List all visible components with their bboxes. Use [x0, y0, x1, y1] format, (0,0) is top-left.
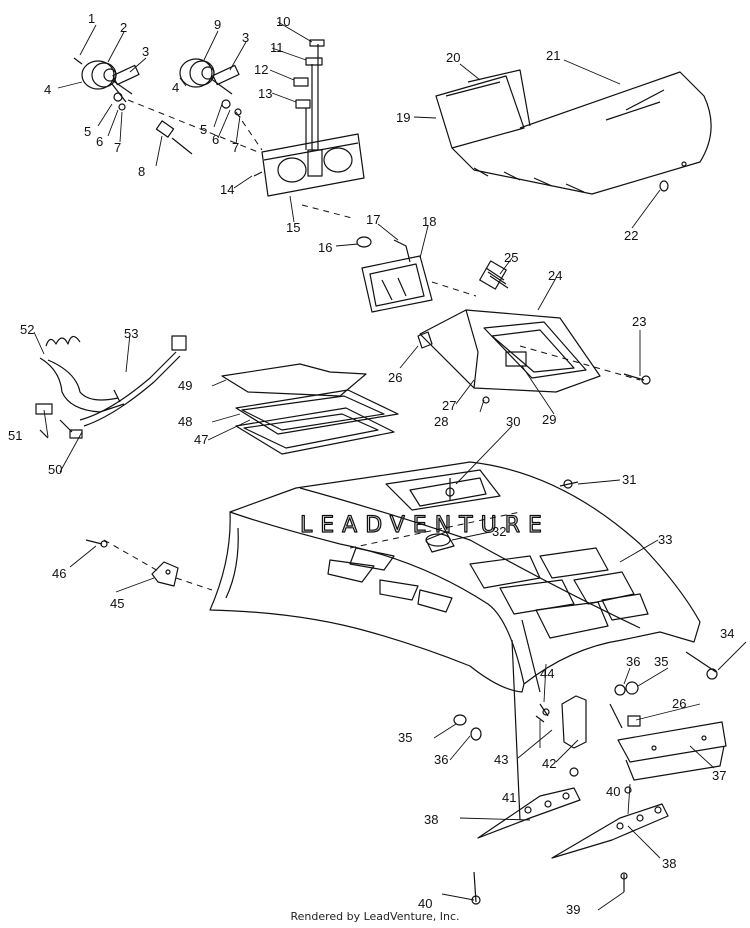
wiring-harness — [35, 335, 187, 439]
nut-washer-right — [609, 681, 641, 729]
callout-19: 19 — [396, 110, 410, 125]
callout-11: 11 — [270, 40, 284, 55]
callout-18: 18 — [422, 214, 436, 229]
callout-53: 53 — [124, 326, 138, 341]
adjuster-spring — [479, 260, 509, 290]
callout-5: 5 — [84, 124, 91, 139]
callout-37: 37 — [712, 768, 726, 783]
callout-labels: 1 2 3 3 4 4 5 5 6 6 7 7 8 9 10 11 12 13 … — [8, 11, 734, 917]
callout-3: 3 — [142, 44, 149, 59]
callout-36: 36 — [434, 752, 448, 767]
side-screw — [559, 479, 579, 489]
callout-29: 29 — [542, 412, 556, 427]
callout-42: 42 — [542, 756, 556, 771]
callout-46: 46 — [52, 566, 66, 581]
skid-plate-right — [551, 803, 669, 859]
plunger-knob — [155, 120, 193, 155]
callout-27: 27 — [442, 398, 456, 413]
hinge-bracket — [535, 695, 587, 777]
skid-plate-left — [477, 787, 581, 839]
callout-38: 38 — [424, 812, 438, 827]
callout-44: 44 — [540, 666, 554, 681]
bolt — [623, 373, 651, 385]
callout-20: 20 — [446, 50, 460, 65]
callout-4: 4 — [44, 82, 51, 97]
callout-3: 3 — [242, 30, 249, 45]
dash-insulation-panels — [221, 363, 399, 455]
hood-strap — [685, 651, 718, 680]
callout-51: 51 — [8, 428, 22, 443]
callout-6: 6 — [212, 132, 219, 147]
callout-32: 32 — [492, 524, 506, 539]
callout-14: 14 — [220, 182, 234, 197]
callout-33: 33 — [658, 532, 672, 547]
callout-7: 7 — [114, 140, 121, 155]
callout-4: 4 — [172, 80, 179, 95]
callout-39: 39 — [566, 902, 580, 917]
callout-47: 47 — [194, 432, 208, 447]
callout-40: 40 — [606, 784, 620, 799]
callout-34: 34 — [720, 626, 734, 641]
callout-45: 45 — [110, 596, 124, 611]
callout-31: 31 — [622, 472, 636, 487]
callout-22: 22 — [624, 228, 638, 243]
callout-48: 48 — [178, 414, 192, 429]
callout-7: 7 — [232, 140, 239, 155]
headlight-housing — [417, 309, 601, 404]
callout-43: 43 — [494, 752, 508, 767]
callout-9: 9 — [214, 17, 221, 32]
switch-stack — [293, 39, 325, 150]
callout-17: 17 — [366, 212, 380, 227]
center-bolt — [445, 478, 455, 500]
callout-21: 21 — [546, 48, 560, 63]
hood-lower-panel — [435, 69, 712, 195]
callout-52: 52 — [20, 322, 34, 337]
callout-8: 8 — [138, 164, 145, 179]
callout-30: 30 — [506, 414, 520, 429]
bolt-lower — [471, 871, 628, 905]
callout-5: 5 — [200, 122, 207, 137]
callout-50: 50 — [48, 462, 62, 477]
callout-26: 26 — [388, 370, 402, 385]
callout-35: 35 — [398, 730, 412, 745]
watermark: LEADVENTURE — [300, 513, 550, 538]
callout-38: 38 — [662, 856, 676, 871]
callout-28: 28 — [434, 414, 448, 429]
callout-25: 25 — [504, 250, 518, 265]
callout-49: 49 — [178, 378, 192, 393]
callout-12: 12 — [254, 62, 268, 77]
callout-26: 26 — [672, 696, 686, 711]
callout-36: 36 — [626, 654, 640, 669]
callout-23: 23 — [632, 314, 646, 329]
callout-6: 6 — [96, 134, 103, 149]
main-hood — [209, 461, 701, 821]
callout-16: 16 — [318, 240, 332, 255]
rear-bracket — [617, 721, 727, 794]
callout-1: 1 — [88, 11, 95, 26]
callout-15: 15 — [286, 220, 300, 235]
dash-panel — [253, 133, 365, 197]
callout-24: 24 — [548, 268, 562, 283]
callout-41: 41 — [502, 790, 516, 805]
footer-credit: Rendered by LeadVenture, Inc. — [290, 910, 460, 923]
callout-35: 35 — [654, 654, 668, 669]
callout-2: 2 — [120, 20, 127, 35]
callout-40: 40 — [418, 896, 432, 911]
gauge-left — [73, 57, 140, 111]
nut-washer-left — [453, 714, 482, 741]
hood-latch — [425, 533, 451, 547]
headlight-assembly — [356, 236, 433, 313]
side-bracket — [85, 539, 179, 587]
callout-10: 10 — [276, 14, 290, 29]
callout-13: 13 — [258, 86, 272, 101]
